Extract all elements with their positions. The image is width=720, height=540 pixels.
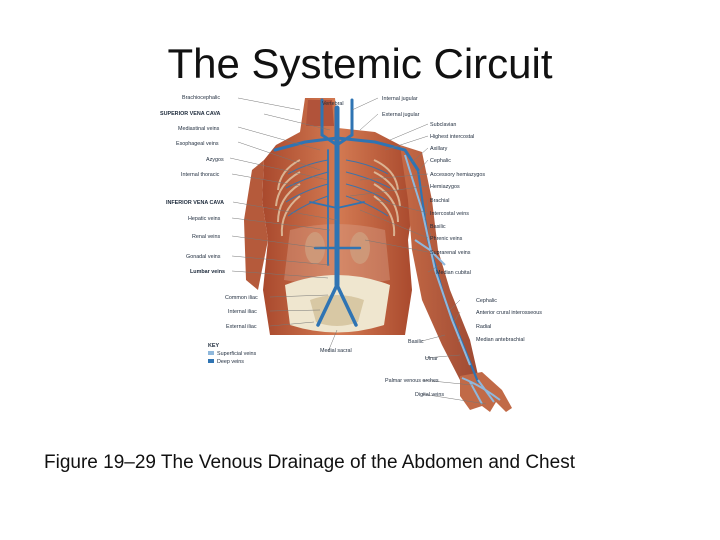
key-superficial-swatch — [208, 351, 214, 355]
label-esophageal-veins: Esophageal veins — [176, 141, 219, 147]
label-median-cubital: Median cubital — [436, 270, 471, 276]
label-digital-veins: Digital veins — [415, 392, 444, 398]
label-superior-vena-cava: SUPERIOR VENA CAVA — [160, 111, 221, 117]
label-anterior-crural-interosseous: Anterior crural interosseous — [476, 310, 542, 316]
key-deep-swatch — [208, 359, 214, 363]
label-brachial: Brachial — [430, 198, 449, 204]
right-labels: Subclavian Highest intercostal Axillary … — [430, 122, 485, 276]
label-basilic: Basilic — [430, 224, 446, 230]
key-deep-label: Deep veins — [217, 359, 244, 365]
label-arm-cephalic: Cephalic — [476, 298, 497, 304]
label-axillary: Axillary — [430, 146, 448, 152]
label-medial-sacral: Medial sacral — [320, 348, 352, 354]
label-azygos: Azygos — [206, 157, 224, 163]
label-internal-thoracic: Internal thoracic — [181, 172, 220, 178]
label-arm-basilic: Basilic — [408, 339, 424, 345]
label-external-jugular: External jugular — [382, 112, 420, 118]
venous-anatomy-diagram: Brachiocephalic SUPERIOR VENA CAVA Media… — [160, 90, 580, 445]
label-brachiocephalic: Brachiocephalic — [182, 95, 220, 101]
vein-key: KEY Superficial veins Deep veins — [208, 343, 257, 365]
label-highest-intercostal: Highest intercostal — [430, 134, 474, 140]
label-radial: Radial — [476, 324, 491, 330]
label-hepatic-veins: Hepatic veins — [188, 216, 221, 222]
label-internal-iliac: Internal iliac — [228, 309, 257, 315]
label-cephalic: Cephalic — [430, 158, 451, 164]
label-hemiazygos: Hemiazygos — [430, 184, 460, 190]
label-ulnar: Ulnar — [425, 356, 438, 362]
key-title: KEY — [208, 343, 219, 349]
label-internal-jugular: Internal jugular — [382, 96, 418, 102]
label-inferior-vena-cava: INFERIOR VENA CAVA — [166, 200, 224, 206]
label-common-iliac: Common iliac — [225, 295, 258, 301]
label-external-iliac: External iliac — [226, 324, 257, 330]
label-accessory-hemiazygos: Accessory hemiazygos — [430, 172, 485, 178]
label-suprarenal-veins: Suprarenal veins — [430, 250, 471, 256]
slide-title: The Systemic Circuit — [0, 40, 720, 88]
label-subclavian: Subclavian — [430, 122, 456, 128]
label-intercostal-veins: Intercostal veins — [430, 211, 469, 217]
label-lumbar-veins: Lumbar veins — [190, 269, 225, 275]
label-renal-veins: Renal veins — [192, 234, 220, 240]
label-median-antebrachial: Median antebrachial — [476, 337, 525, 343]
label-gonadal-veins: Gonadal veins — [186, 254, 221, 260]
label-palmar-venous-arches: Palmar venous arches — [385, 378, 439, 384]
left-labels: Brachiocephalic SUPERIOR VENA CAVA Media… — [160, 95, 258, 330]
figure-caption: Figure 19–29 The Venous Drainage of the … — [44, 452, 575, 474]
label-mediastinal-veins: Mediastinal veins — [178, 126, 220, 132]
label-phrenic-veins: Phrenic veins — [430, 236, 463, 242]
key-superficial-label: Superficial veins — [217, 351, 257, 357]
label-vertebral: Vertebral — [322, 101, 344, 107]
